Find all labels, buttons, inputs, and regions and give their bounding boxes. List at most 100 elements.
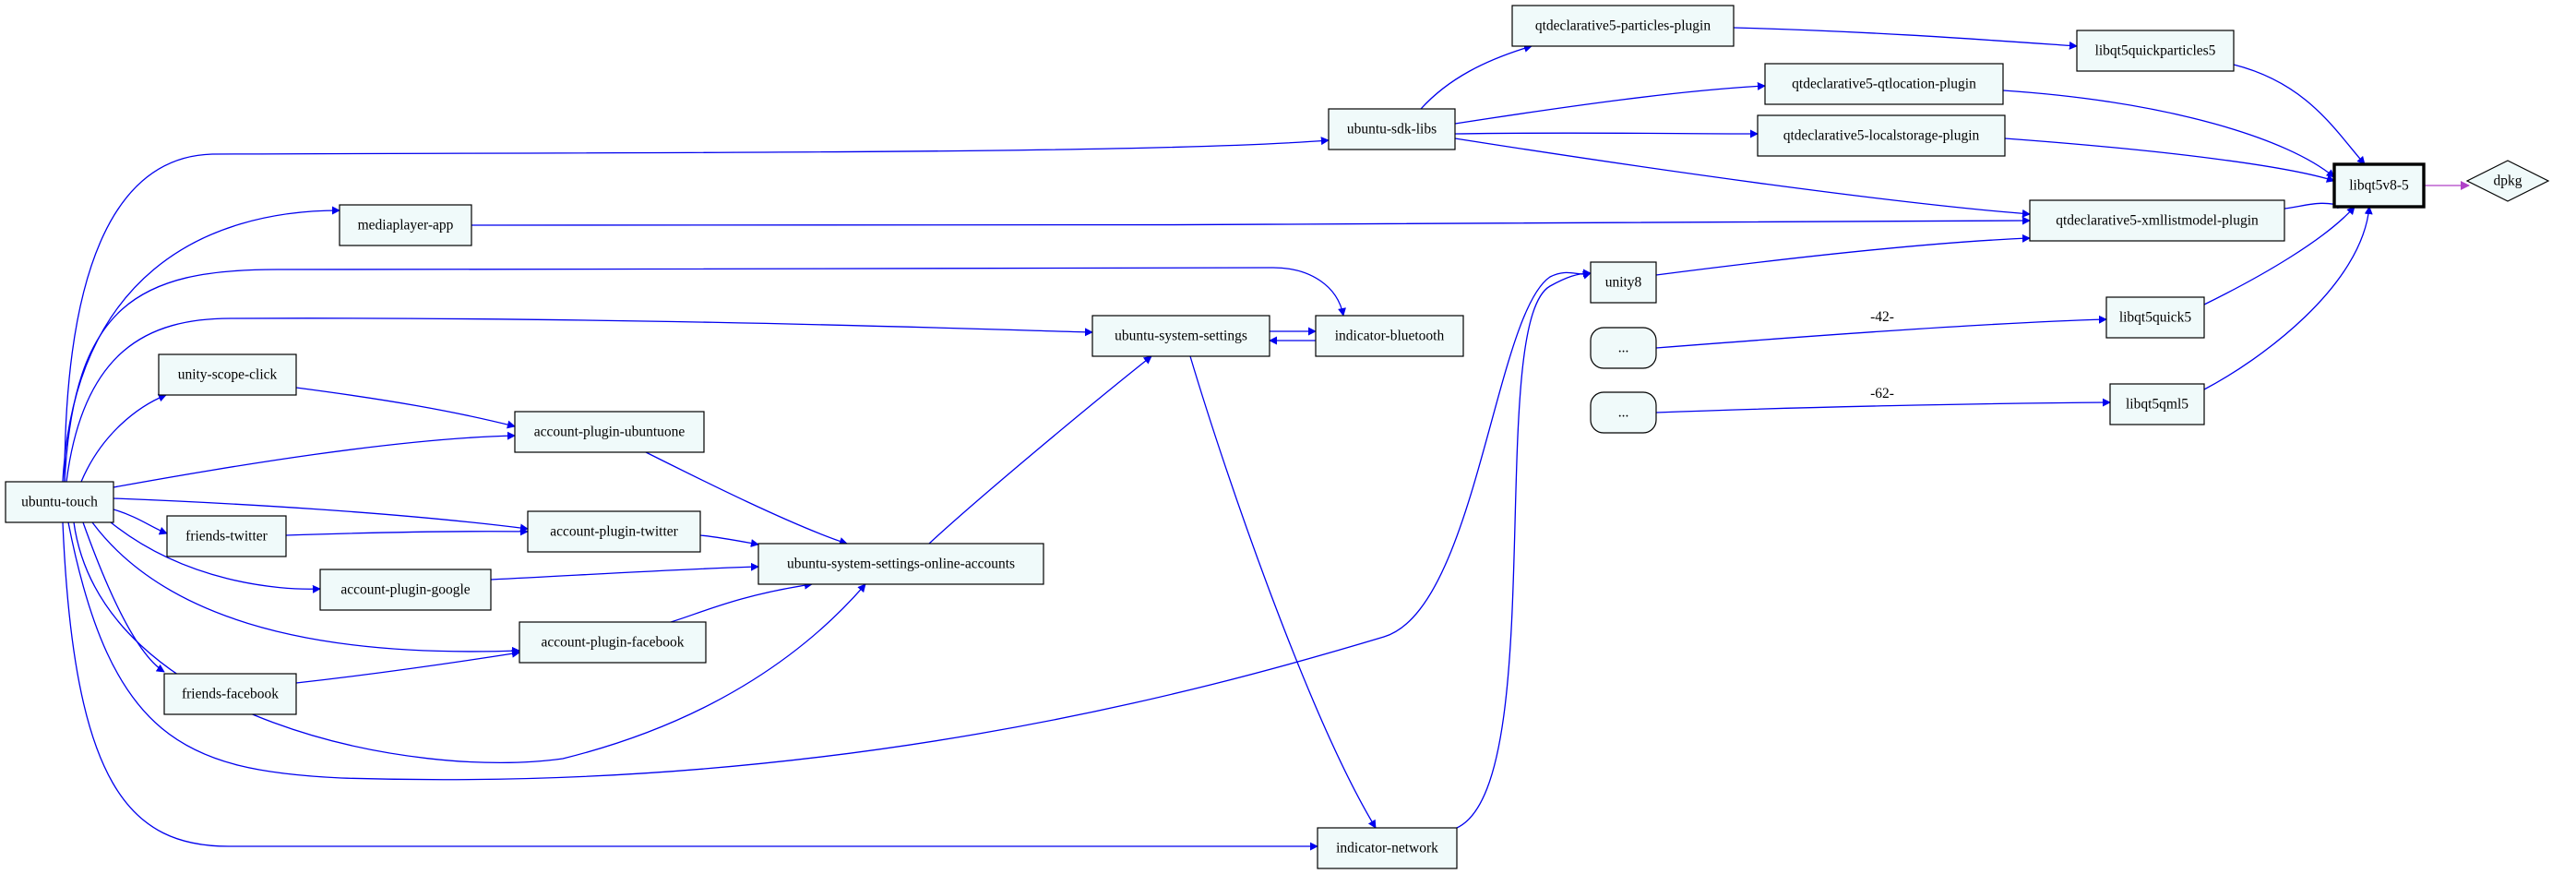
node-ellipsis-62[interactable]: ... xyxy=(1590,391,1657,434)
edge-friends_twitter-to-account_plugin_twitter xyxy=(285,527,529,536)
node-label: libqt5qml5 xyxy=(2126,397,2188,413)
node-label: dpkg xyxy=(2494,174,2522,189)
edge-libqt5quick5-to-libqt5v8_5 xyxy=(2203,206,2355,305)
node-label: account-plugin-ubuntuone xyxy=(534,425,686,440)
edge-line xyxy=(82,521,165,673)
edge-ubuntu_touch-to-ubuntu_sdk_libs xyxy=(64,137,1330,483)
node-account-plugin-twitter[interactable]: account-plugin-twitter xyxy=(527,510,701,553)
edge-ubuntu_touch-to-account_plugin_google xyxy=(110,521,321,593)
node-shape xyxy=(158,353,297,396)
edge-ubuntu_touch-to-ubuntu_system_settings_online_accounts xyxy=(73,521,866,763)
edge-line xyxy=(670,581,813,623)
node-shape xyxy=(2332,162,2426,209)
node-friends-facebook[interactable]: friends-facebook xyxy=(163,673,297,715)
edge-line xyxy=(285,527,529,536)
node-shape xyxy=(1590,391,1657,434)
node-shape xyxy=(1590,327,1657,369)
edge-line xyxy=(1655,233,2031,276)
node-label: qtdeclarative5-localstorage-plugin xyxy=(1783,128,1980,144)
node-account-plugin-facebook[interactable]: account-plugin-facebook xyxy=(519,621,707,664)
edge-ubuntu_touch-to-account_plugin_ubuntuone xyxy=(113,431,516,488)
edge-ubuntu_touch-to-friends_facebook xyxy=(82,521,165,673)
node-shape xyxy=(2076,30,2235,72)
node-shape xyxy=(2465,160,2550,202)
edge-ubuntu_system_settings-to-indicator_network xyxy=(1189,355,1377,829)
edge-line xyxy=(1456,269,1592,829)
node-label: libqt5quick5 xyxy=(2119,310,2192,326)
node-ubuntu-sdk-libs[interactable]: ubuntu-sdk-libs xyxy=(1328,108,1456,150)
node-label: account-plugin-facebook xyxy=(542,635,685,651)
edge-line xyxy=(490,562,759,581)
node-label: indicator-network xyxy=(1336,841,1438,856)
node-unity8[interactable]: unity8 xyxy=(1590,261,1657,304)
node-ubuntu-system-settings-online-accounts[interactable]: ubuntu-system-settings-online-accounts xyxy=(757,543,1044,585)
edge-ubuntu_touch-to-mediaplayer_app xyxy=(62,206,340,483)
node-friends-twitter[interactable]: friends-twitter xyxy=(166,515,287,557)
edge-line xyxy=(64,267,1346,483)
edge-line xyxy=(80,393,167,483)
node-shape xyxy=(2029,199,2285,242)
edge-line xyxy=(64,137,1330,483)
node-label: libqt5v8-5 xyxy=(2349,178,2409,194)
node-libqt5quickparticles5[interactable]: libqt5quickparticles5 xyxy=(2076,30,2235,72)
edge-line xyxy=(1454,138,2031,218)
edge-ubuntu_system_settings_online_accounts-to-ubuntu_system_settings xyxy=(928,355,1152,545)
edge-line xyxy=(73,521,866,763)
edge-line xyxy=(1454,81,1766,125)
node-shape xyxy=(1317,827,1458,869)
node-label: qtdeclarative5-xmllistmodel-plugin xyxy=(2056,213,2259,229)
edge-line xyxy=(471,216,2031,226)
node-shape xyxy=(1590,261,1657,304)
node-account-plugin-google[interactable]: account-plugin-google xyxy=(319,569,492,611)
node-qtdeclarative5-localstorage-plugin[interactable]: qtdeclarative5-localstorage-plugin xyxy=(1757,114,2006,157)
edge-ubuntu_touch-to-indicator_bluetooth xyxy=(64,267,1346,483)
node-shape xyxy=(319,569,492,611)
node-unity-scope-click[interactable]: unity-scope-click xyxy=(158,353,297,396)
edge-ellipsis_62-to-libqt5qml5: -62- xyxy=(1655,386,2111,413)
node-label: account-plugin-google xyxy=(340,582,470,598)
edge-ubuntu_touch-to-unity8 xyxy=(67,270,1592,781)
node-indicator-bluetooth[interactable]: indicator-bluetooth xyxy=(1315,315,1464,357)
node-qtdeclarative5-xmllistmodel-plugin[interactable]: qtdeclarative5-xmllistmodel-plugin xyxy=(2029,199,2285,242)
node-dpkg[interactable]: dpkg xyxy=(2465,160,2550,202)
node-qtdeclarative5-particles-plugin[interactable]: qtdeclarative5-particles-plugin xyxy=(1511,5,1735,47)
edge-ubuntu_sdk_libs-to-qtdeclarative5_xmllistmodel_plugin xyxy=(1454,138,2031,218)
edge-line xyxy=(645,451,848,545)
node-label: friends-facebook xyxy=(182,687,279,702)
edge-line xyxy=(1655,398,2111,413)
node-shape xyxy=(339,204,472,246)
node-indicator-network[interactable]: indicator-network xyxy=(1317,827,1458,869)
node-account-plugin-ubuntuone[interactable]: account-plugin-ubuntuone xyxy=(514,411,705,453)
node-ellipsis-42[interactable]: ... xyxy=(1590,327,1657,369)
edge-line xyxy=(110,521,321,593)
edge-indicator_network-to-unity8 xyxy=(1456,269,1592,829)
node-mediaplayer-app[interactable]: mediaplayer-app xyxy=(339,204,472,246)
node-shape xyxy=(166,515,287,557)
node-qtdeclarative5-qtlocation-plugin[interactable]: qtdeclarative5-qtlocation-plugin xyxy=(1764,63,2004,105)
edge-account_plugin_twitter-to-ubuntu_system_settings_online_accounts xyxy=(699,534,759,547)
node-libqt5v8-5[interactable]: libqt5v8-5 xyxy=(2332,162,2426,209)
edge-unity8-to-qtdeclarative5_xmllistmodel_plugin xyxy=(1655,233,2031,276)
edge-line xyxy=(2203,206,2355,305)
edge-qtdeclarative5_particles_plugin-to-libqt5quickparticles5 xyxy=(1733,27,2078,50)
edge-account_plugin_ubuntuone-to-ubuntu_system_settings_online_accounts xyxy=(645,451,848,545)
edge-account_plugin_google-to-ubuntu_system_settings_online_accounts xyxy=(490,562,759,581)
edge-line xyxy=(113,497,529,533)
node-label: ... xyxy=(1618,341,1629,356)
edge-qtdeclarative5_qtlocation_plugin-to-libqt5v8_5 xyxy=(2002,90,2335,178)
edge-line xyxy=(928,355,1152,545)
node-shape xyxy=(2105,296,2205,339)
edge-label: -42- xyxy=(1870,309,1894,325)
edge-line xyxy=(113,431,516,488)
node-libqt5quick5[interactable]: libqt5quick5 xyxy=(2105,296,2205,339)
edge-line xyxy=(113,509,168,535)
edge-ubuntu_sdk_libs-to-qtdeclarative5_particles_plugin xyxy=(1420,44,1532,110)
node-label: qtdeclarative5-qtlocation-plugin xyxy=(1792,77,1976,92)
node-libqt5qml5[interactable]: libqt5qml5 xyxy=(2109,383,2205,425)
edge-ubuntu_touch-to-indicator_network xyxy=(62,521,1318,851)
node-ubuntu-system-settings[interactable]: ubuntu-system-settings xyxy=(1091,315,1270,357)
edge-line xyxy=(91,521,520,655)
edge-friends_facebook-to-account_plugin_facebook xyxy=(295,649,520,684)
node-ubuntu-touch[interactable]: ubuntu-touch xyxy=(5,481,114,523)
edge-ubuntu_sdk_libs-to-qtdeclarative5_qtlocation_plugin xyxy=(1454,81,1766,125)
